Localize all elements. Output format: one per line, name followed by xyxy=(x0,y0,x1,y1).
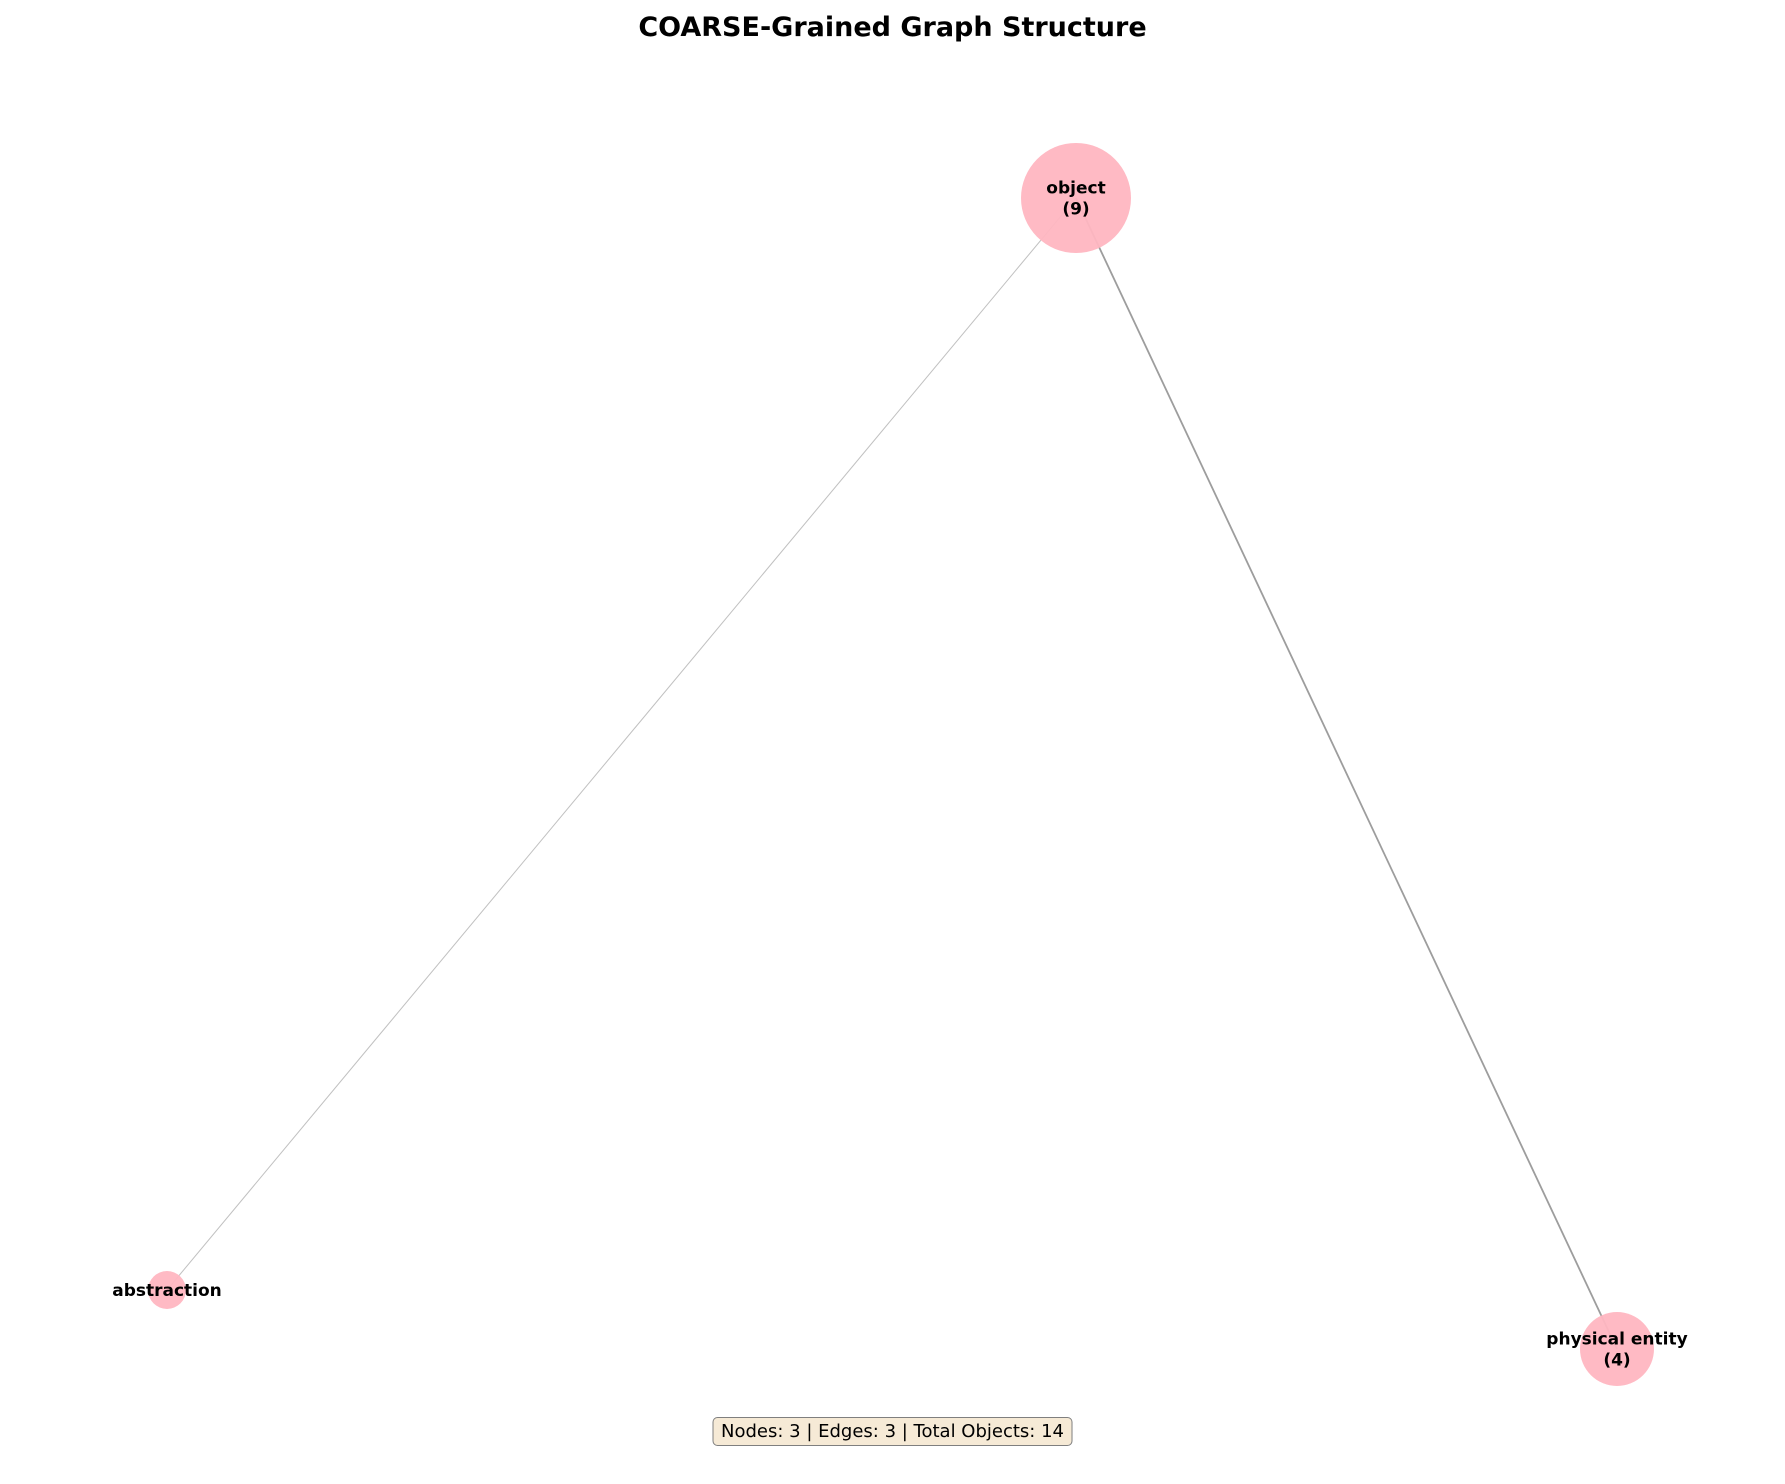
edge-object-abstraction xyxy=(166,197,1077,1291)
node-label-physical-entity: physical entity xyxy=(1546,1330,1687,1350)
node-label-abstraction: abstraction xyxy=(112,1281,222,1301)
node-object: object(9) xyxy=(1021,143,1131,253)
node-abstraction: abstraction xyxy=(112,1271,222,1309)
node-physical-entity: physical entity(4) xyxy=(1546,1312,1688,1386)
node-count-object: (9) xyxy=(1062,200,1089,220)
node-circle-abstraction xyxy=(148,1271,186,1309)
graph-title: COARSE-Grained Graph Structure xyxy=(638,12,1147,43)
edges-layer xyxy=(166,197,1618,1350)
nodes-layer: object(9) abstraction physical entity(4) xyxy=(112,143,1688,1386)
edge-object-physical_entity xyxy=(1075,197,1618,1350)
node-label-object: object xyxy=(1046,179,1105,199)
node-circle-object xyxy=(1021,143,1131,253)
stats-box: Nodes: 3 | Edges: 3 | Total Objects: 14 xyxy=(712,1417,1073,1446)
node-count-physical-entity: (4) xyxy=(1603,1351,1630,1371)
node-circle-physical-entity xyxy=(1580,1312,1654,1386)
